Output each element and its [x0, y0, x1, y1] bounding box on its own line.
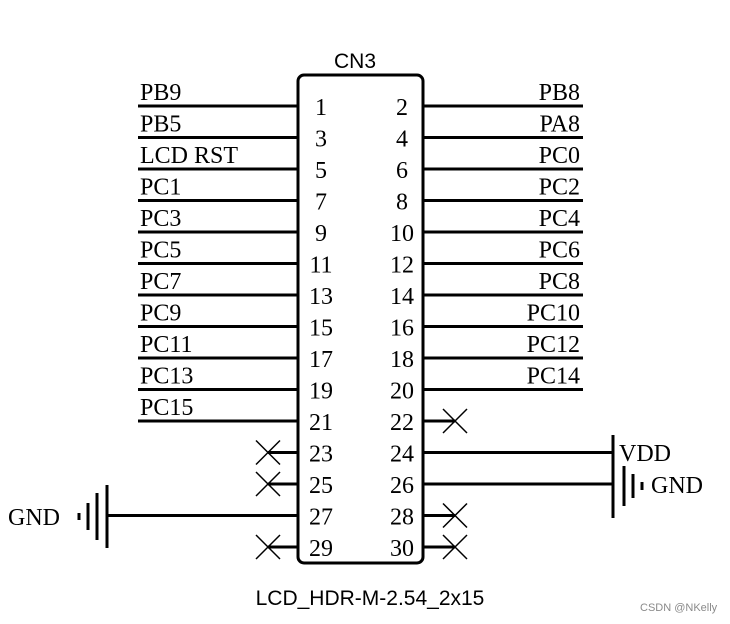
pin-20: 20 PC14: [390, 364, 583, 405]
vdd-label: VDD: [619, 441, 671, 467]
pin-15: 15 PC9: [138, 301, 333, 342]
pin-13: 13 PC7: [138, 269, 333, 310]
pin-number: 20: [390, 379, 414, 405]
net-label: PC11: [140, 332, 192, 358]
pin-11: 11 PC5: [138, 238, 333, 279]
net-label: PC12: [527, 332, 580, 358]
no-connect-icon: [255, 439, 281, 466]
pin-26: 26: [390, 473, 613, 499]
pin-number: 6: [396, 158, 408, 184]
pin-29: 29: [255, 534, 333, 562]
pin-5: 5 LCD RST: [138, 143, 327, 184]
pin-number: 10: [390, 221, 414, 247]
pin-layer: 1 PB9 2 PB8 3 PB5 4 PA8 5 LCD RST 6 PC0 7 PC1 8 PC2 9 PC3…: [108, 80, 613, 562]
net-label: PC15: [140, 395, 193, 421]
pin-number: 29: [309, 536, 333, 562]
net-label: PA8: [540, 112, 580, 138]
net-label: LCD RST: [140, 143, 238, 169]
net-label: PB9: [140, 80, 181, 106]
pin-number: 18: [390, 347, 414, 373]
pin-number: 11: [309, 253, 332, 279]
pin-number: 28: [390, 505, 414, 531]
pin-4: 4 PA8: [396, 112, 583, 153]
pin-number: 8: [396, 190, 408, 216]
pin-number: 5: [315, 158, 327, 184]
no-connect-icon: [255, 471, 281, 497]
pin-9: 9 PC3: [138, 206, 327, 247]
pin-6: 6 PC0: [396, 143, 583, 184]
net-label: PC13: [140, 364, 193, 390]
pin-21: 21 PC15: [138, 395, 333, 436]
pin-28: 28: [390, 502, 468, 531]
net-label: PC14: [527, 364, 580, 390]
pin-10: 10 PC4: [390, 206, 583, 247]
net-label: PC5: [140, 238, 181, 264]
pin-30: 30: [390, 534, 468, 562]
pin-19: 19 PC13: [138, 364, 333, 405]
ground-icon: [622, 466, 644, 506]
no-connect-icon: [442, 502, 468, 529]
pin-number: 21: [309, 410, 333, 436]
pin-number: 3: [315, 127, 327, 153]
no-connect-icon: [442, 534, 468, 560]
pin-3: 3 PB5: [138, 112, 327, 153]
pin-number: 12: [390, 253, 414, 279]
pin-number: 15: [309, 316, 333, 342]
pin-number: 1: [315, 95, 327, 121]
pin-23: 23: [255, 439, 333, 468]
symbol-layer: [77, 435, 644, 548]
connector-body: [296, 73, 425, 565]
watermark: CSDN @NKelly: [640, 602, 718, 614]
pin-22: 22: [390, 408, 468, 436]
component-designator: CN3: [334, 50, 376, 73]
pin-14: 14 PC8: [390, 269, 583, 310]
net-label: PC4: [539, 206, 580, 232]
pin-number: 7: [315, 190, 327, 216]
pin-number: 13: [309, 284, 333, 310]
net-label: PC6: [539, 238, 580, 264]
pin-number: 25: [309, 473, 333, 499]
net-label: PC10: [527, 301, 580, 327]
net-label: PC2: [539, 175, 580, 201]
pin-number: 27: [309, 505, 333, 531]
pin-number: 14: [390, 284, 414, 310]
net-label: PC3: [140, 206, 181, 232]
pin-number: 26: [390, 473, 414, 499]
gnd-left-label: GND: [8, 505, 60, 531]
component-part-name: LCD_HDR-M-2.54_2x15: [256, 587, 485, 610]
pin-number: 30: [390, 536, 414, 562]
pin-24: 24: [390, 442, 613, 468]
net-label: PC0: [539, 143, 580, 169]
net-label: PB8: [539, 80, 580, 106]
pin-number: 9: [315, 221, 327, 247]
pin-25: 25: [255, 471, 333, 499]
pin-27: 27: [108, 505, 333, 531]
pin-number: 23: [309, 442, 333, 468]
pin-17: 17 PC11: [138, 332, 333, 373]
ground-icon: [77, 485, 109, 548]
no-connect-icon: [442, 408, 468, 434]
no-connect-icon: [255, 534, 281, 560]
pin-number: 22: [390, 410, 414, 436]
gnd-right-label: GND: [651, 473, 703, 499]
pin-number: 24: [390, 442, 414, 468]
pin-12: 12 PC6: [390, 238, 583, 279]
net-label: PC9: [140, 301, 181, 327]
pin-7: 7 PC1: [138, 175, 327, 216]
pin-16: 16 PC10: [390, 301, 583, 342]
net-label: PC8: [539, 269, 580, 295]
pin-1: 1 PB9: [138, 80, 327, 121]
net-label: PB5: [140, 112, 181, 138]
pin-number: 17: [309, 347, 333, 373]
pin-18: 18 PC12: [390, 332, 583, 373]
pin-8: 8 PC2: [396, 175, 583, 216]
pin-number: 4: [396, 127, 408, 153]
pin-number: 2: [396, 95, 408, 121]
pin-2: 2 PB8: [396, 80, 583, 121]
net-label: PC7: [140, 269, 181, 295]
pin-number: 19: [309, 379, 333, 405]
pin-number: 16: [390, 316, 414, 342]
net-label: PC1: [140, 175, 181, 201]
